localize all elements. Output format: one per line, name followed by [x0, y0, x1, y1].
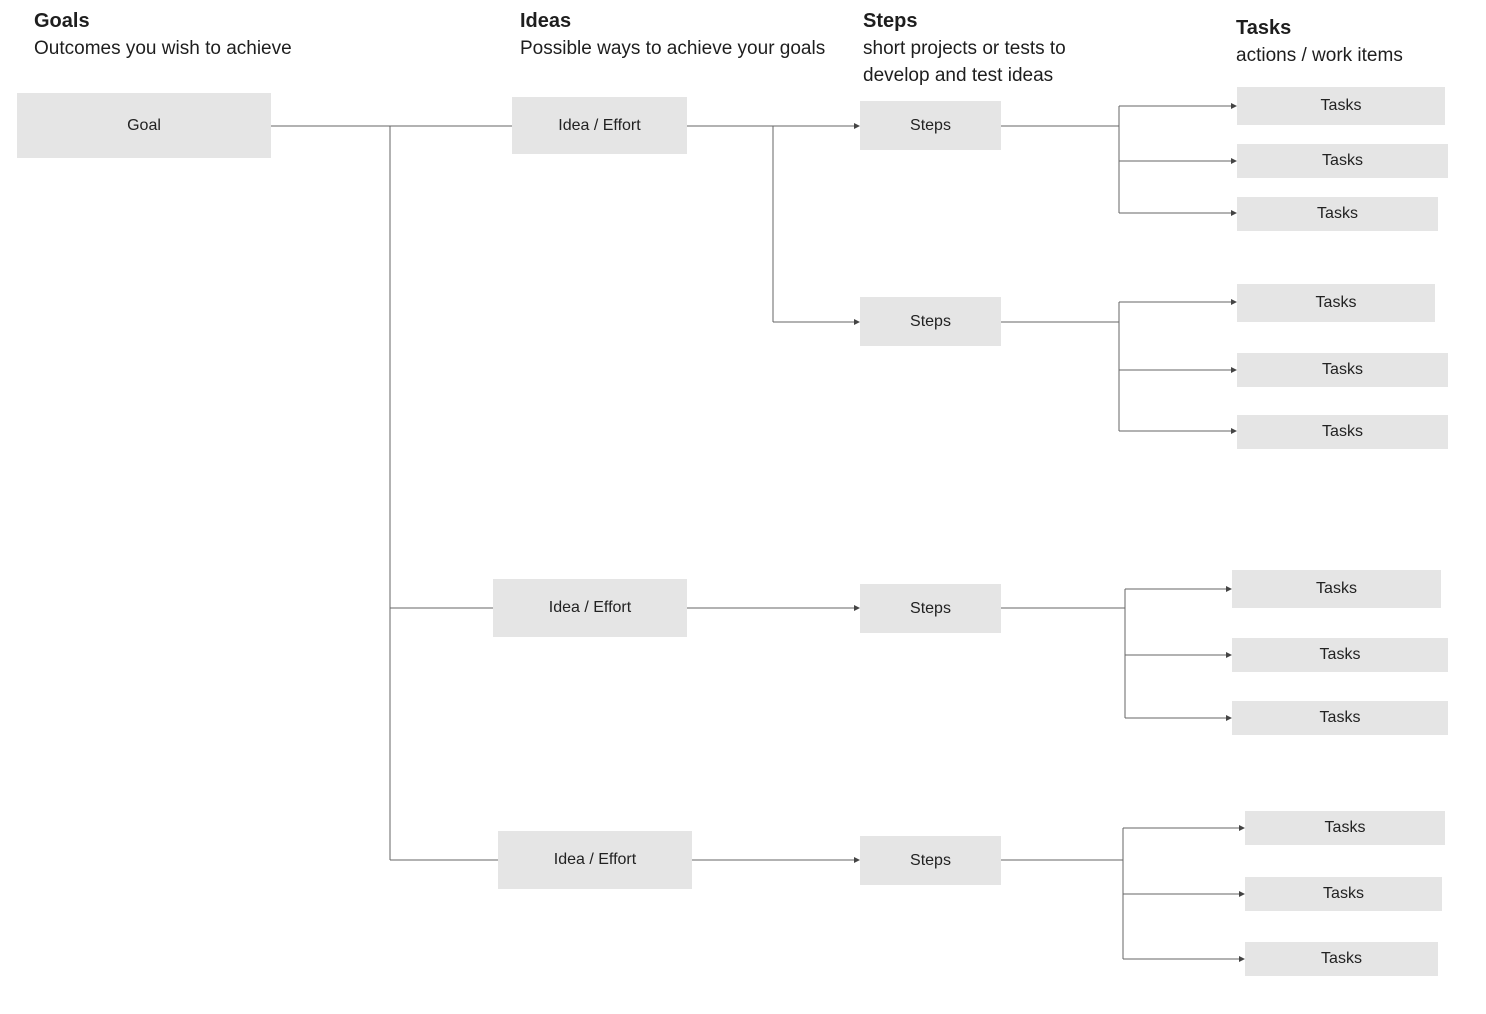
- task-node[interactable]: Tasks: [1232, 701, 1448, 735]
- idea-node[interactable]: Idea / Effort: [512, 97, 687, 154]
- arrowhead: [1239, 825, 1245, 831]
- task-node[interactable]: Tasks: [1237, 144, 1448, 178]
- goals-column-subtitle: Outcomes you wish to achieve: [34, 38, 292, 59]
- task-node[interactable]: Tasks: [1237, 353, 1448, 387]
- arrowhead: [1231, 299, 1237, 305]
- arrowhead: [854, 319, 860, 325]
- task-node[interactable]: Tasks: [1232, 638, 1448, 672]
- tasks-column-title: Tasks: [1236, 17, 1292, 39]
- steps-column-header: Steps short projects or tests to develop…: [863, 8, 1066, 89]
- goal-node[interactable]: Goal: [17, 93, 271, 158]
- task-node[interactable]: Tasks: [1245, 811, 1445, 845]
- arrowhead: [1239, 956, 1245, 962]
- step-node[interactable]: Steps: [860, 297, 1001, 346]
- step-node[interactable]: Steps: [860, 101, 1001, 150]
- task-node[interactable]: Tasks: [1232, 570, 1441, 608]
- idea-node[interactable]: Idea / Effort: [498, 831, 692, 889]
- arrowhead: [1226, 586, 1232, 592]
- task-node[interactable]: Tasks: [1237, 87, 1445, 125]
- ideas-column-title: Ideas: [520, 10, 572, 32]
- arrowhead: [1231, 367, 1237, 373]
- step-node[interactable]: Steps: [860, 836, 1001, 885]
- ideas-column-header: Ideas Possible ways to achieve your goal…: [520, 8, 825, 62]
- arrowhead: [1231, 158, 1237, 164]
- steps-column-subtitle-line2: develop and test ideas: [863, 65, 1054, 86]
- steps-column-title: Steps: [863, 10, 918, 32]
- tasks-column-subtitle: actions / work items: [1236, 45, 1403, 66]
- steps-column-subtitle-line1: short projects or tests to: [863, 38, 1066, 59]
- task-node[interactable]: Tasks: [1237, 415, 1448, 449]
- task-node[interactable]: Tasks: [1237, 197, 1438, 231]
- task-node[interactable]: Tasks: [1245, 942, 1438, 976]
- arrowhead: [854, 605, 860, 611]
- task-node[interactable]: Tasks: [1237, 284, 1435, 322]
- idea-node[interactable]: Idea / Effort: [493, 579, 687, 637]
- arrowhead: [1226, 715, 1232, 721]
- arrowhead: [1231, 428, 1237, 434]
- arrowhead: [854, 123, 860, 129]
- task-node[interactable]: Tasks: [1245, 877, 1442, 911]
- step-node[interactable]: Steps: [860, 584, 1001, 633]
- arrowhead: [854, 857, 860, 863]
- goals-column-title: Goals: [34, 10, 90, 32]
- arrowhead: [1226, 652, 1232, 658]
- tasks-column-header: Tasks actions / work items: [1236, 15, 1403, 69]
- arrowhead: [1239, 891, 1245, 897]
- ideas-column-subtitle: Possible ways to achieve your goals: [520, 38, 826, 59]
- arrowhead: [1231, 103, 1237, 109]
- arrowhead: [1231, 210, 1237, 216]
- goals-column-header: Goals Outcomes you wish to achieve: [34, 8, 292, 62]
